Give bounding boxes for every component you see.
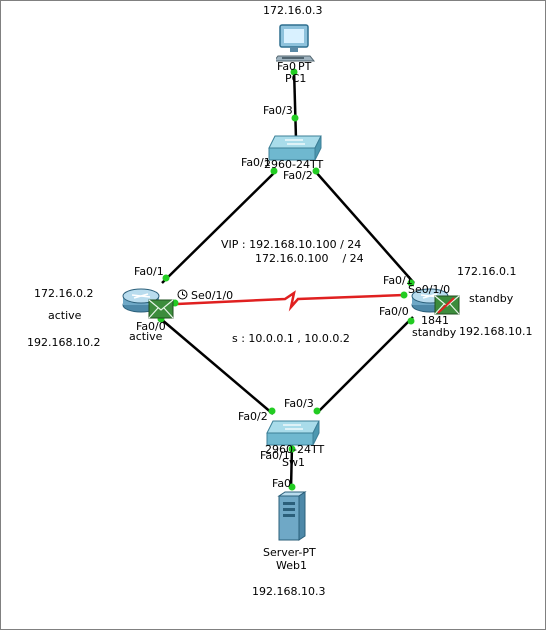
port-srv-fa0: Fa0 [272,477,292,490]
pc-name: PC1 [285,72,307,85]
link-serial[interactable] [176,290,405,312]
port-st-fa02: Fa0/2 [283,169,313,182]
switch-top-device[interactable] [267,134,323,162]
router-left-ip-lan: 172.16.0.2 [34,287,94,300]
clock-icon [177,289,188,300]
server-ip: 192.168.10.3 [252,585,326,598]
server-icon [277,491,307,541]
router-right-envelope-icon[interactable] [434,295,460,315]
switch-bottom-name: Sw1 [282,456,305,469]
router-left-state: active [48,309,82,322]
port-rl-fa00: Fa0/0 [136,320,166,333]
switch-bottom-device[interactable] [265,419,321,447]
pc-port-label: Fa0 [277,60,297,73]
link-pc-switch[interactable] [292,68,298,140]
serial-network-note: s : 10.0.0.1 , 10.0.0.2 [232,332,350,345]
port-sb-fa03: Fa0/3 [284,397,314,410]
router-left-role-label: active [129,330,163,343]
router-right-ip-wan: 192.168.10.1 [459,325,533,338]
router-right-model: 1841 [421,314,449,327]
port-rl-fa01: Fa0/1 [134,265,164,278]
switch-icon [266,420,320,446]
port-rl-se: Se0/1/0 [191,289,234,302]
link-router-left-switch-bottom[interactable] [160,318,274,415]
link-switch-router-left[interactable] [161,170,277,284]
router-left-envelope-icon[interactable] [148,299,174,319]
switch-bottom-model: 2960-24TT [265,443,325,456]
link-switch-router-right[interactable] [314,170,415,284]
port-sb-fa02: Fa0/2 [238,410,268,423]
vip-note-line2: 172.16.0.100 / 24 [255,252,364,265]
pc-ip: 172.16.0.3 [263,4,323,17]
port-rr-fa01: Fa0/1 [383,274,413,287]
pc-icon [276,24,316,62]
switch-top-model: 2960-24TT [264,158,324,171]
link-router-right-switch-bottom[interactable] [316,316,414,414]
router-right-role-label: standby [412,326,457,339]
router-right-state: standby [469,292,514,305]
vip-note-line1: VIP : 192.168.10.100 / 24 [221,238,362,251]
switch-icon [268,135,322,161]
pc-device[interactable] [276,23,316,67]
server-device[interactable] [275,490,307,542]
port-st-fa01: Fa0/1 [241,156,271,169]
server-type: Server-PT [263,546,316,559]
router-right-ip-lan: 172.16.0.1 [457,265,517,278]
port-sb-fa01: Fa0/1 [260,449,290,462]
server-name: Web1 [276,559,307,572]
port-rr-se: Se0/1/0 [408,283,451,296]
router-left-ip-wan: 192.168.10.2 [27,336,101,349]
port-st-fa03: Fa0/3 [263,104,293,117]
port-rr-fa00: Fa0/0 [379,305,409,318]
pc-pt-label: PT [298,60,312,73]
